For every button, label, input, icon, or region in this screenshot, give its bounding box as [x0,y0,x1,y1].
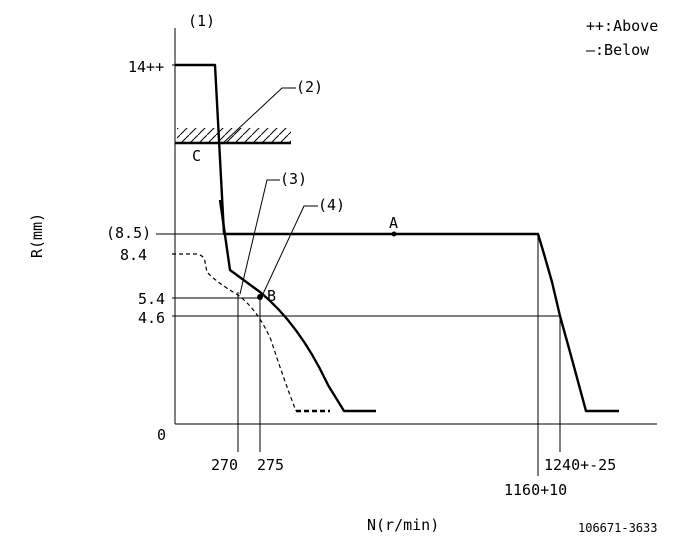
origin-label: 0 [157,426,166,444]
point-c-label: C [192,147,201,165]
callout-2: (2) [296,78,323,96]
legend-above: ++:Above [586,17,658,35]
callout-4-leader [261,205,318,297]
y-tick-4-6: 4.6 [138,309,165,327]
legend-below: —:Below [586,41,650,59]
idle-curve-solid [218,199,376,413]
x-tick-275: 275 [257,456,284,474]
callout-2-leader [221,87,296,145]
characteristic-curve-solid [175,63,619,413]
x-axis-label: N(r/min) [367,516,439,534]
callout-3: (3) [280,170,307,188]
y-tick-14: 14++ [128,58,164,76]
point-a-label: A [389,214,398,232]
drawing-id: 106671-3633 [578,521,657,535]
y-tick-5-4: 5.4 [138,290,165,308]
x-tick-270: 270 [211,456,238,474]
point-b-marker [257,294,263,300]
stopper-hatch [177,128,291,142]
x-tick-1160: 1160+10 [504,481,567,499]
point-b-label: B [267,287,276,305]
point-a-marker [391,231,397,237]
characteristic-curve-dashed [172,253,297,412]
x-tick-1240: 1240+-25 [544,456,616,474]
callout-3-leader [239,179,280,295]
y-axis-label: R(mm) [28,213,46,258]
callout-1: (1) [188,12,215,30]
callout-4: (4) [318,196,345,214]
y-tick-8-5: (8.5) [106,224,151,242]
y-tick-8-4: 8.4 [120,246,147,264]
